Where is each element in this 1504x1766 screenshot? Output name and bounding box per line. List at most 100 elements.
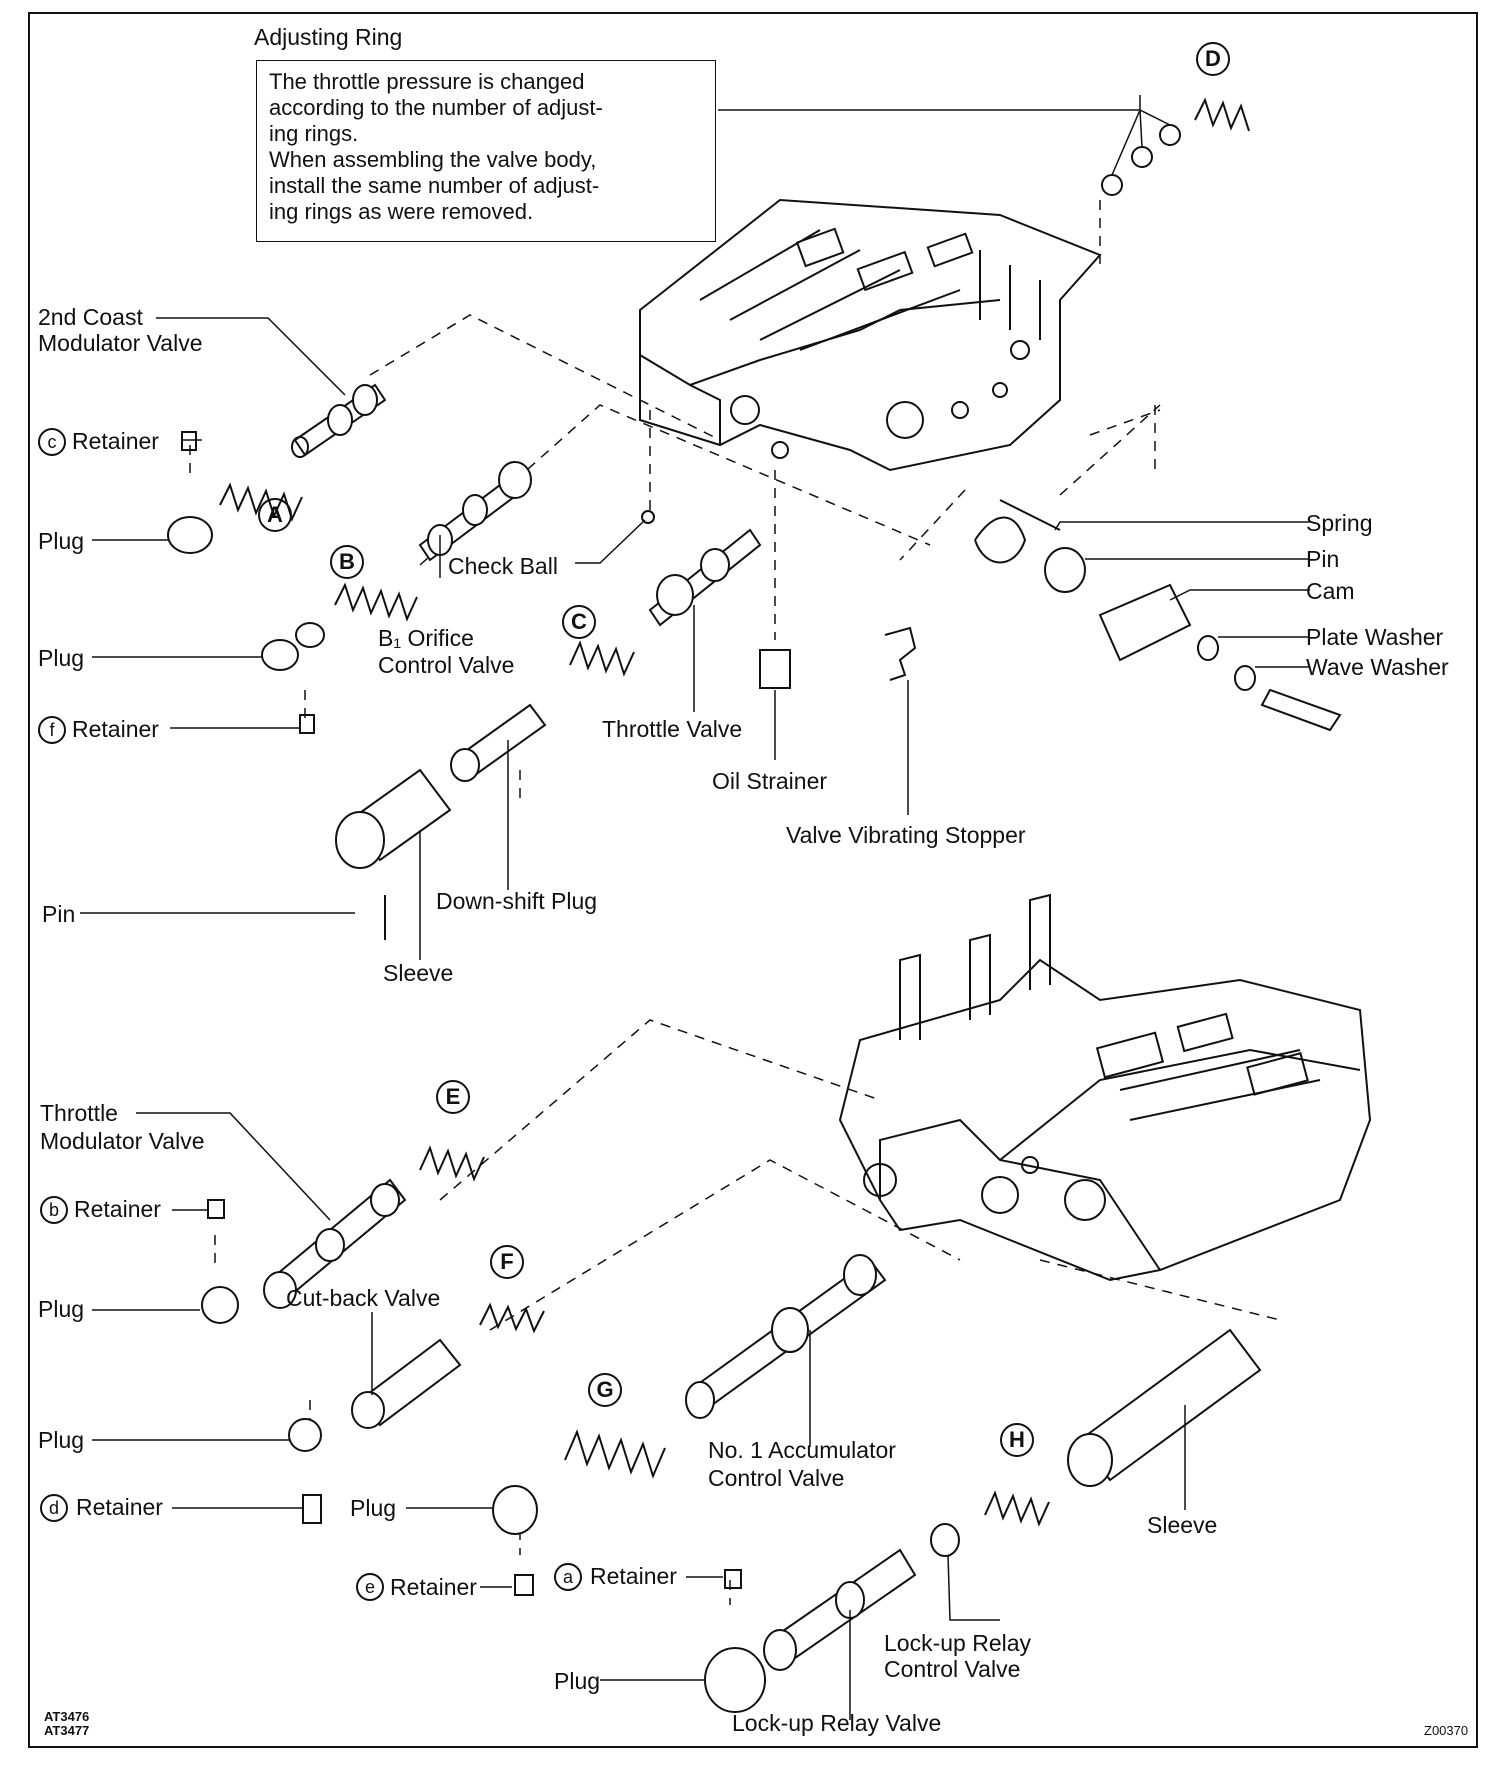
label-plug-1: Plug xyxy=(38,528,85,554)
circle-D: D xyxy=(1196,42,1230,76)
circle-b: b xyxy=(40,1196,68,1224)
plug-lower-2 xyxy=(288,1418,322,1452)
figure-code-1: AT3476 xyxy=(44,1709,90,1724)
spring-g xyxy=(564,1429,666,1479)
plug-lower-1 xyxy=(201,1286,239,1324)
oil-strainer xyxy=(759,649,791,689)
throttle-modulator-valve xyxy=(263,1178,407,1309)
pin-upper xyxy=(1044,547,1086,593)
label-lockup-relay: Lock-up Relay xyxy=(884,1630,1032,1656)
label-sleeve-upper: Sleeve xyxy=(383,960,454,986)
spring-e xyxy=(419,1145,485,1182)
plate-washer xyxy=(1197,635,1219,661)
circle-e: e xyxy=(356,1573,384,1601)
label-plug-5: Plug xyxy=(350,1495,397,1521)
retainer-b xyxy=(207,1199,225,1219)
label-sleeve-lower: Sleeve xyxy=(1147,1512,1218,1538)
label-oil-strainer: Oil Strainer xyxy=(712,768,828,794)
down-shift-plug xyxy=(450,703,547,782)
label-pin-small: Pin xyxy=(42,901,76,927)
circle-C: C xyxy=(562,605,596,639)
label-throttle-modulator: Modulator Valve xyxy=(40,1128,205,1154)
label-retainer-f: Retainer xyxy=(72,716,159,742)
plug-upper-2 xyxy=(261,622,325,671)
label-pin: Pin xyxy=(1306,546,1340,572)
sleeve-lower xyxy=(1067,1328,1262,1487)
throttle-cam-spring xyxy=(974,499,1061,564)
no1-accumulator-control-valve xyxy=(685,1254,887,1419)
label-spring: Spring xyxy=(1306,510,1373,536)
note-line: according to the number of adjust- xyxy=(269,95,603,120)
note-line: ing rings. xyxy=(269,121,359,146)
check-ball xyxy=(641,510,655,524)
note-line: When assembling the valve body, xyxy=(269,147,597,172)
sleeve-upper xyxy=(335,768,452,869)
lower-valve-body xyxy=(838,893,1372,1282)
label-retainer-a: Retainer xyxy=(590,1563,677,1589)
retainer-f xyxy=(299,714,315,734)
diagram-frame xyxy=(28,12,1478,1748)
circle-F: F xyxy=(490,1245,524,1279)
plug-lower-3 xyxy=(492,1485,538,1535)
label-retainer-b: Retainer xyxy=(74,1196,161,1222)
circle-a: a xyxy=(554,1563,582,1591)
spring-h xyxy=(984,1490,1050,1527)
cam xyxy=(1098,583,1192,662)
2nd-coast-modulator-valve xyxy=(291,383,387,458)
label-b1-orifice: B₁ Orifice xyxy=(378,625,474,651)
label-retainer-e: Retainer xyxy=(390,1574,477,1600)
throttle-valve xyxy=(648,528,762,627)
label-throttle: Throttle xyxy=(40,1100,118,1126)
circle-H: H xyxy=(1000,1423,1034,1457)
spring-f xyxy=(479,1302,545,1334)
circle-d: d xyxy=(40,1494,68,1522)
circle-A: A xyxy=(258,498,292,532)
label-plug-6: Plug xyxy=(554,1668,601,1694)
circle-f: f xyxy=(38,716,66,744)
label-cut-back-valve: Cut-back Valve xyxy=(286,1285,441,1311)
retainer-e xyxy=(514,1574,534,1596)
label-retainer-d: Retainer xyxy=(76,1494,163,1520)
figure-reference: Z00370 xyxy=(1424,1723,1469,1738)
label-check-ball: Check Ball xyxy=(448,553,558,579)
bolt xyxy=(1260,688,1342,732)
label-retainer-c: Retainer xyxy=(72,428,159,454)
upper-valve-body xyxy=(639,198,1102,472)
lockup-relay-control-valve xyxy=(930,1523,960,1557)
circle-G: G xyxy=(588,1373,622,1407)
adjusting-ring-title: Adjusting Ring xyxy=(254,24,403,50)
adjusting-ring-note: The throttle pressure is changed accordi… xyxy=(256,60,716,242)
label-b1-orifice-control: Control Valve xyxy=(378,652,515,678)
spring-b xyxy=(334,582,418,622)
label-plug-3: Plug xyxy=(38,1296,85,1322)
plug-upper-1 xyxy=(167,516,213,554)
spring-c xyxy=(569,640,635,677)
lockup-relay-valve xyxy=(763,1548,917,1671)
label-2nd-coast: 2nd Coast xyxy=(38,304,143,330)
retainer-a xyxy=(724,1569,742,1589)
label-lockup-relay-control: Control Valve xyxy=(884,1656,1021,1682)
label-down-shift-plug: Down-shift Plug xyxy=(436,888,598,914)
figure-code-2: AT3477 xyxy=(44,1723,90,1738)
valve-vibrating-stopper xyxy=(884,626,917,681)
label-2nd-coast-modulator: Modulator Valve xyxy=(38,330,203,356)
wave-washer xyxy=(1234,665,1256,691)
note-line: The throttle pressure is changed xyxy=(269,69,585,94)
note-line: install the same number of adjust- xyxy=(269,173,600,198)
retainer-c xyxy=(181,431,197,451)
circle-E: E xyxy=(436,1080,470,1114)
label-cam: Cam xyxy=(1306,578,1355,604)
label-throttle-valve: Throttle Valve xyxy=(602,716,743,742)
circle-c: c xyxy=(38,428,66,456)
retainer-d xyxy=(302,1494,322,1524)
label-valve-vibrating-stopper: Valve Vibrating Stopper xyxy=(786,822,1026,848)
b1-orifice-control-valve xyxy=(418,461,532,562)
label-lockup-relay-valve: Lock-up Relay Valve xyxy=(732,1710,942,1736)
label-plate-washer: Plate Washer xyxy=(1306,624,1444,650)
spring-d xyxy=(1194,97,1250,132)
label-no1-accumulator: No. 1 Accumulator xyxy=(708,1437,896,1463)
note-line: ing rings as were removed. xyxy=(269,199,534,224)
plug-lower-4 xyxy=(704,1647,766,1713)
label-wave-washer: Wave Washer xyxy=(1306,654,1449,680)
